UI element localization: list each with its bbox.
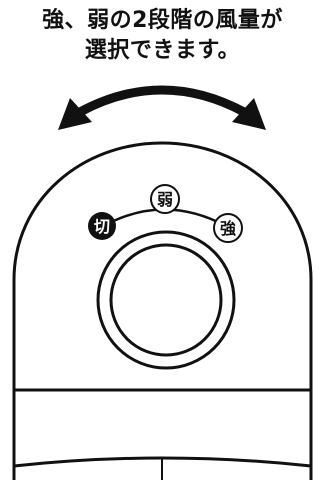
fan-speed-knob[interactable] xyxy=(98,232,234,368)
dial-position-off: 切 xyxy=(88,212,116,240)
dial-position-high: 強 xyxy=(214,214,242,242)
dial-label-off: 切 xyxy=(94,217,110,236)
dial-label-high: 強 xyxy=(220,219,236,238)
dial-label-low: 弱 xyxy=(157,190,173,209)
dial-position-low: 弱 xyxy=(151,185,179,213)
double-headed-curved-arrow-icon xyxy=(58,90,266,130)
